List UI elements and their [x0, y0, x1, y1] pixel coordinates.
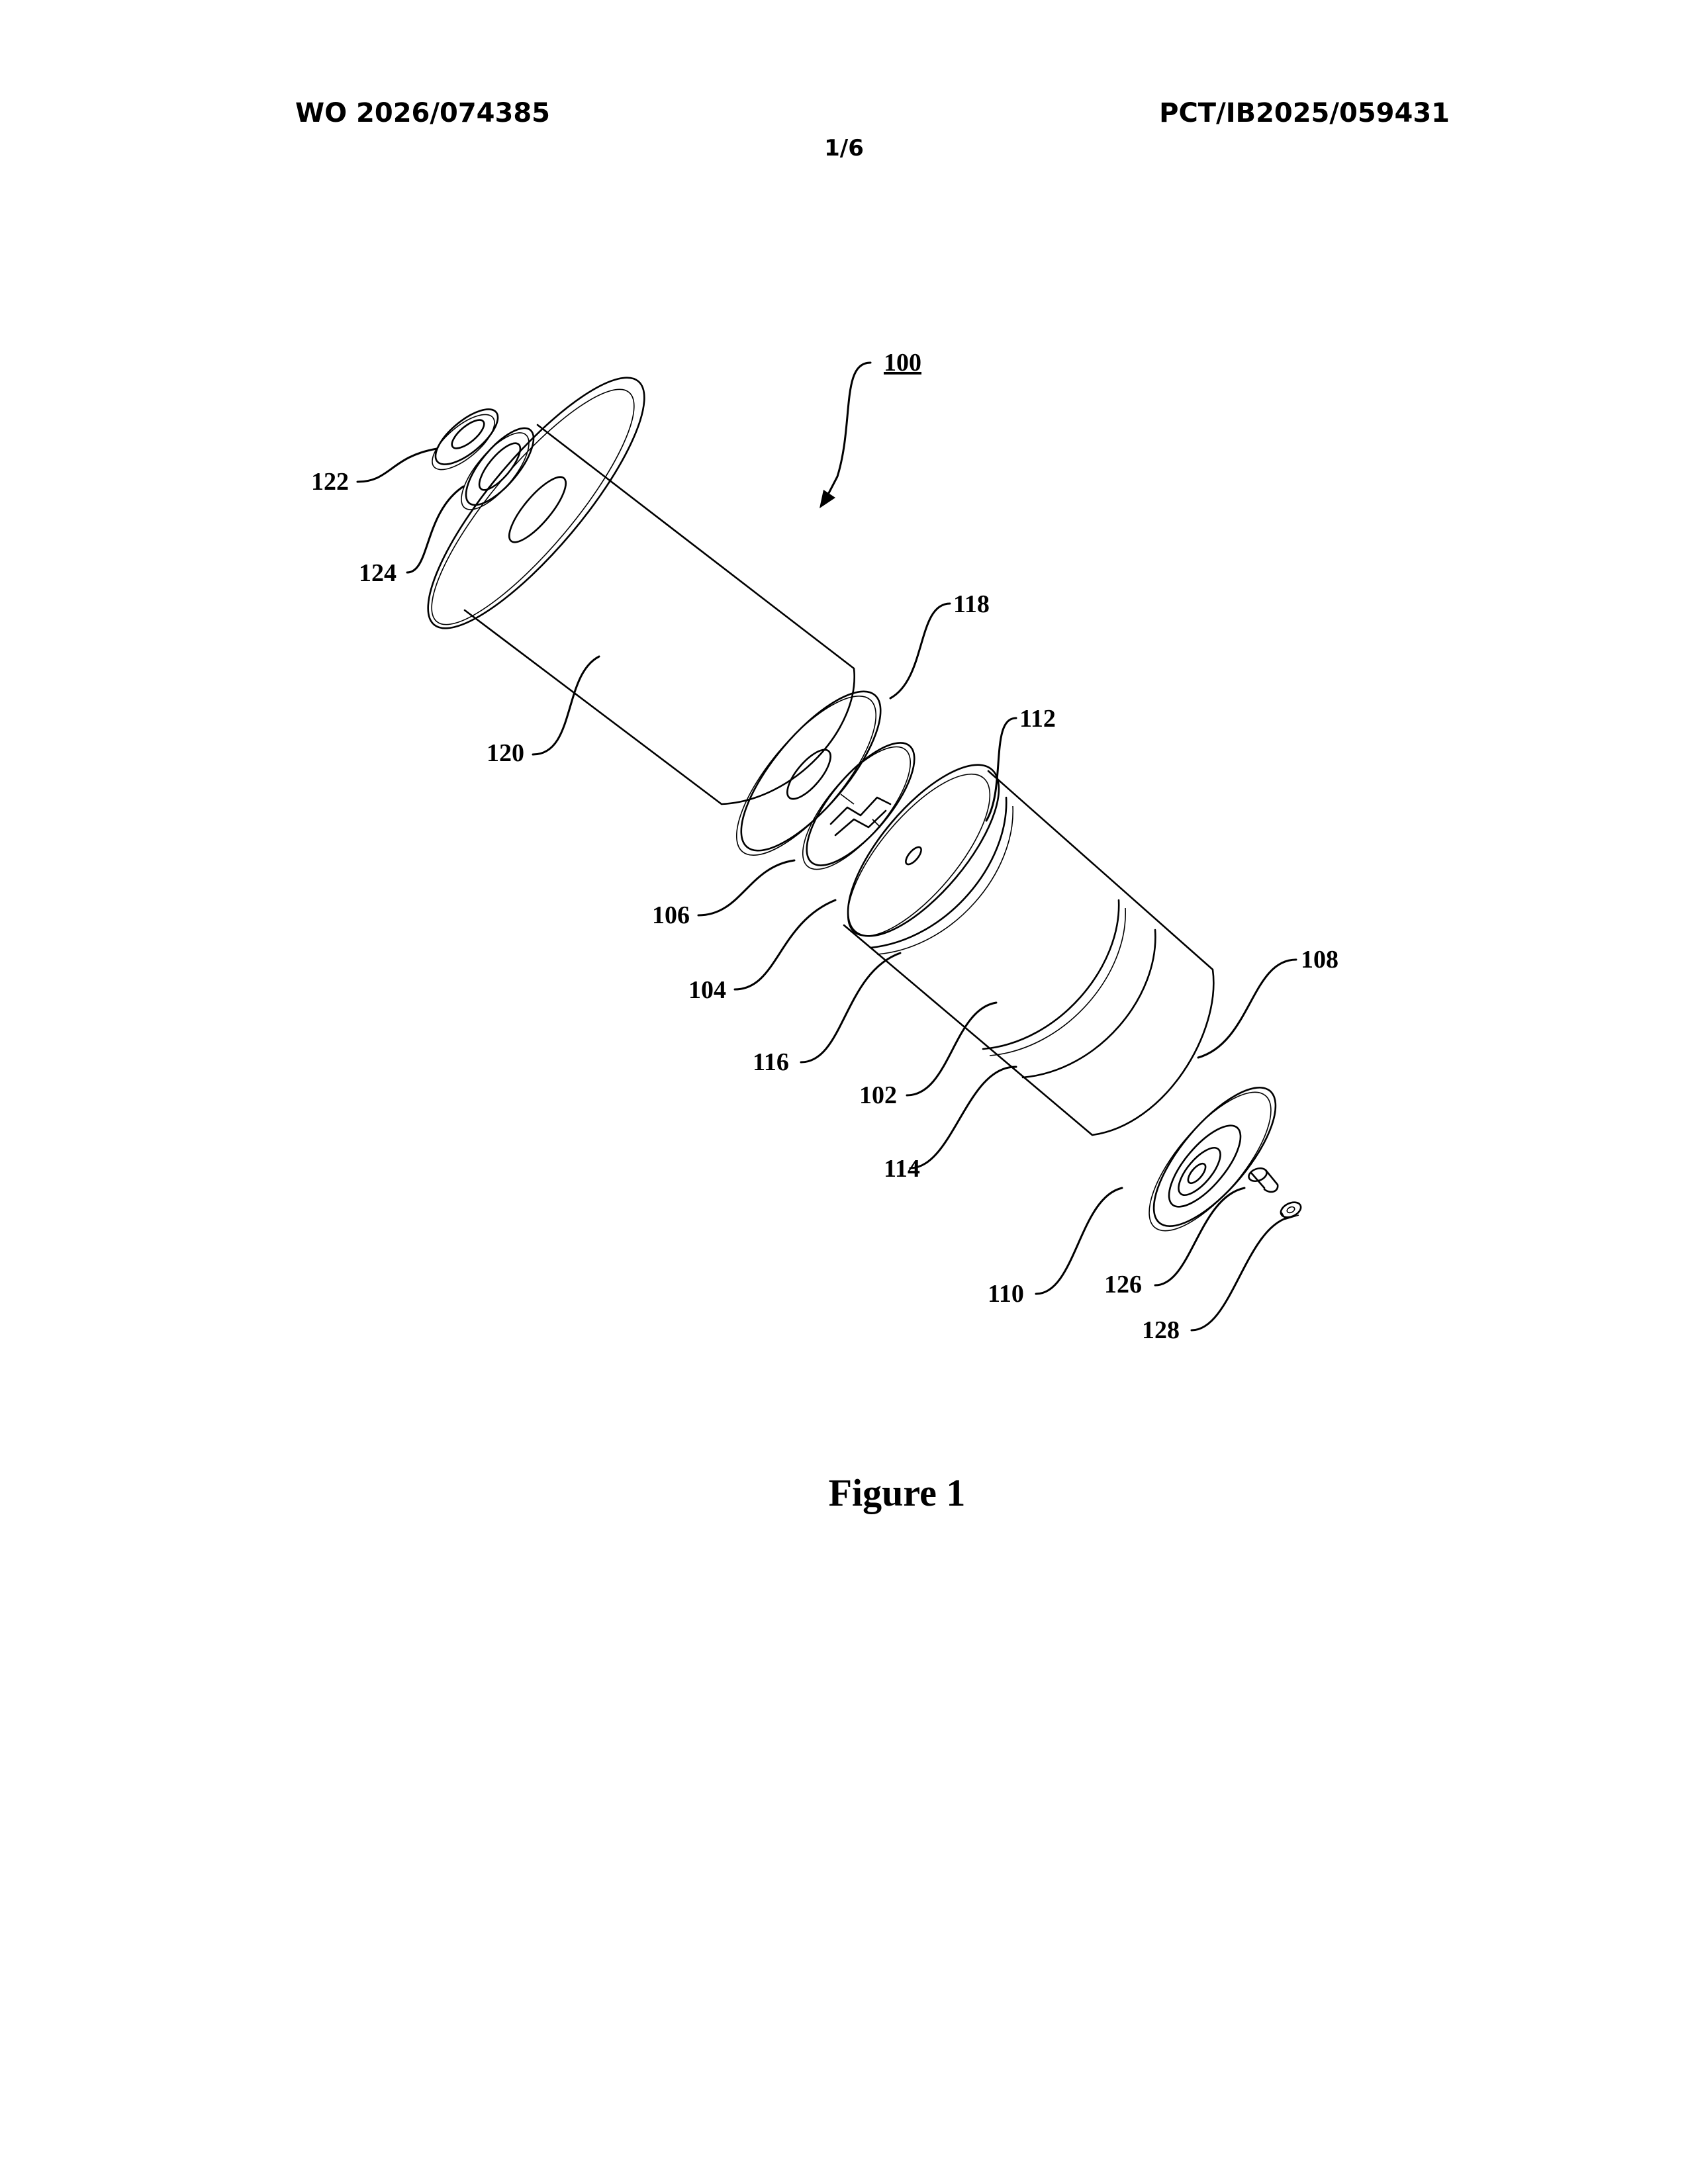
leader-lines [357, 363, 1296, 1330]
bolt [1247, 1166, 1278, 1192]
ref-110: 110 [988, 1280, 1024, 1308]
ref-120: 120 [487, 739, 524, 767]
washer [450, 418, 544, 520]
ref-100: 100 [884, 349, 921, 377]
ref-124: 124 [359, 559, 397, 587]
ref-114: 114 [884, 1155, 920, 1183]
outer-sleeve [399, 351, 855, 804]
bottom-cover [1129, 1069, 1295, 1248]
ref-126: 126 [1104, 1271, 1142, 1298]
ref-108: 108 [1301, 946, 1338, 974]
nut [1278, 1199, 1303, 1220]
ref-106: 106 [652, 901, 690, 929]
ref-122: 122 [311, 468, 349, 496]
ref-118: 118 [953, 590, 990, 618]
contact-plate [785, 727, 931, 886]
ref-128: 128 [1142, 1316, 1180, 1344]
ref-116: 116 [753, 1048, 789, 1076]
cell-body [823, 742, 1213, 1135]
top-cap [424, 400, 506, 478]
figure-caption: Figure 1 [0, 1471, 1688, 1515]
ref-102: 102 [859, 1081, 897, 1109]
ref-104: 104 [688, 976, 726, 1004]
ref-112: 112 [1019, 705, 1056, 733]
